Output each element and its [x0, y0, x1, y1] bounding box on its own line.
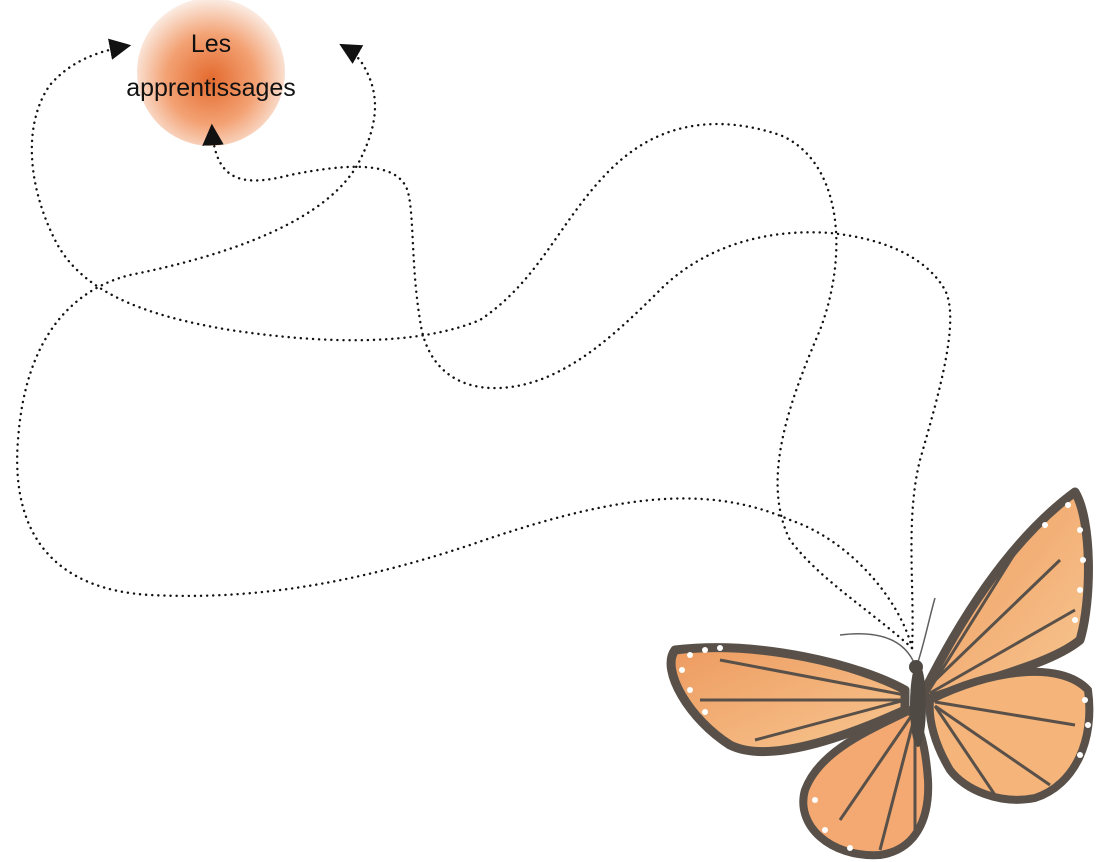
butterfly-icon — [671, 492, 1091, 855]
paths-group — [17, 46, 950, 648]
dotted-path-center — [212, 128, 950, 648]
learning-node-glow — [137, 0, 285, 146]
learning-node-line1: Les — [191, 30, 231, 58]
dotted-path-top-left — [32, 46, 912, 648]
learning-node: Les apprentissages — [126, 0, 296, 146]
learning-node-line2: apprentissages — [126, 74, 296, 102]
dotted-path-left — [17, 46, 912, 648]
